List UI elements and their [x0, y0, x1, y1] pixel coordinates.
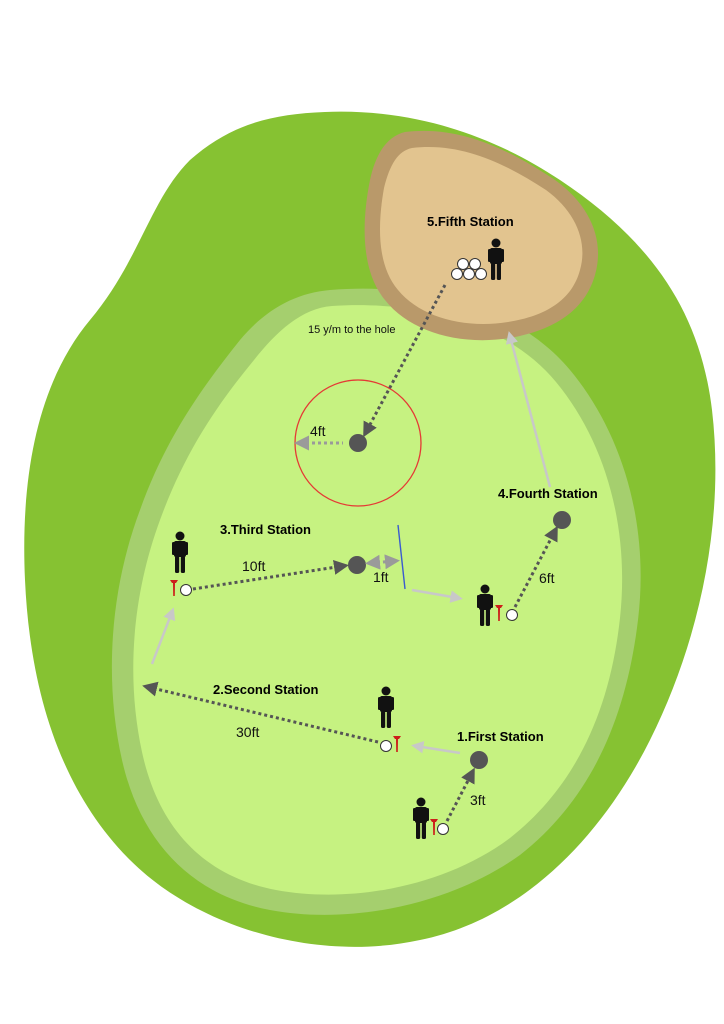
hole-icon — [470, 751, 488, 769]
third-station-backstop-arrow — [365, 554, 400, 570]
target-radius-label: 4ft — [310, 423, 326, 439]
fourth-station-label: 4.Fourth Station — [498, 486, 598, 501]
hole-icon — [348, 556, 366, 574]
first-station-distance: 3ft — [470, 792, 486, 808]
golf-ball-icon — [180, 584, 192, 596]
third-station-path — [192, 559, 349, 591]
fifth-station-distance: 15 y/m to the hole — [308, 324, 395, 336]
move-arrow-1-to-2 — [411, 741, 461, 755]
fifth-station-label: 5.Fifth Station — [427, 214, 514, 229]
fifth-station-path — [363, 284, 447, 438]
move-arrow-2-to-3 — [150, 607, 176, 665]
hole-icon — [349, 434, 367, 452]
third-station-distance: 10ft — [242, 558, 265, 574]
third-station-backstop-line — [397, 524, 406, 590]
second-station-label: 2.Second Station — [213, 682, 319, 697]
putting-green — [133, 305, 623, 895]
hole-icon — [553, 511, 571, 529]
first-station-label: 1.First Station — [457, 729, 544, 744]
second-station-distance: 30ft — [236, 724, 259, 740]
move-arrow-4-to-5 — [505, 331, 552, 488]
golf-ball-icon — [506, 609, 518, 621]
golf-ball-icon — [380, 740, 392, 752]
fourth-station-distance: 6ft — [539, 570, 555, 586]
third-station-backstop-distance: 1ft — [373, 569, 389, 585]
move-arrow-3-to-4 — [411, 588, 463, 603]
third-station-label: 3.Third Station — [220, 522, 311, 537]
golf-ball-icon — [437, 823, 449, 835]
bunker-sand — [379, 147, 583, 324]
fourth-station-path — [513, 525, 558, 608]
